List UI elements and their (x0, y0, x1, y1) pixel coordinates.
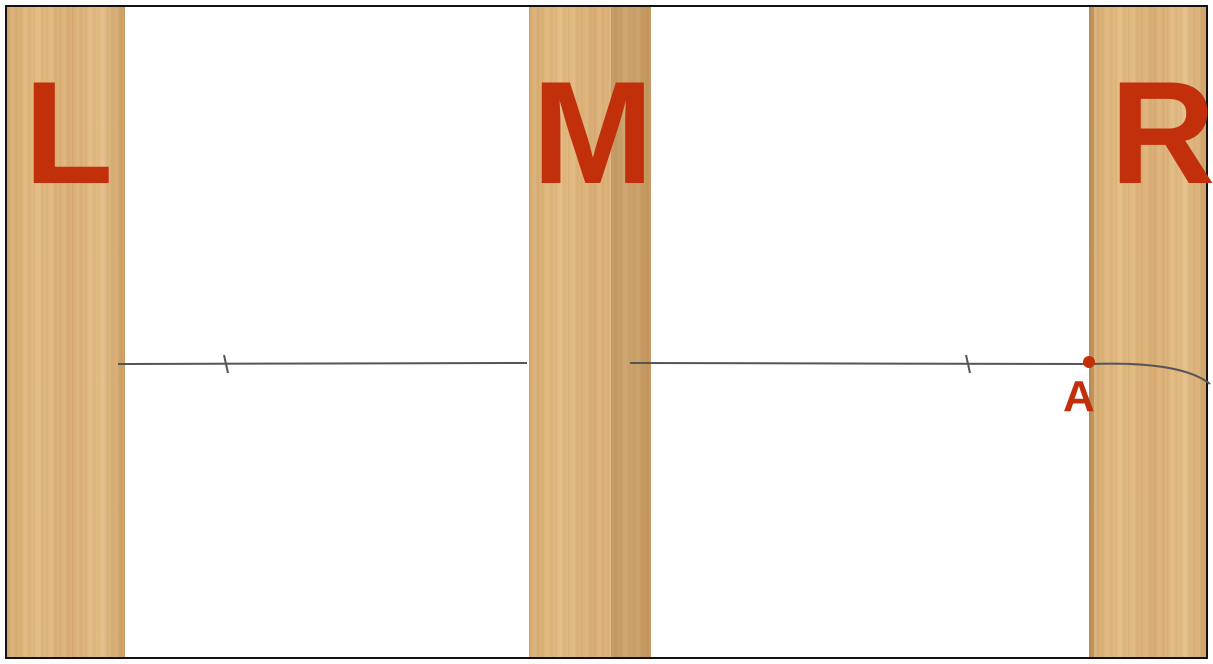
point-a-marker (1083, 356, 1095, 368)
string-right-segment (630, 363, 1090, 364)
string-left-segment (118, 363, 527, 364)
string-curve (1090, 364, 1210, 384)
point-a-label: A (1063, 375, 1095, 419)
